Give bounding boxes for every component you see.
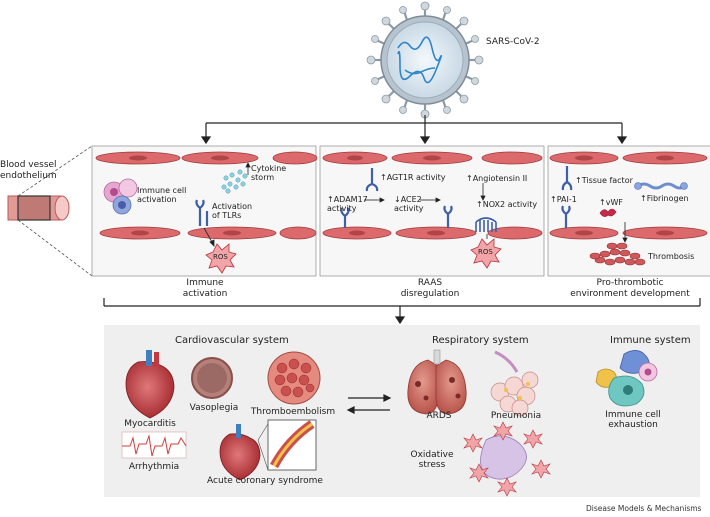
endothelial-cells <box>95 151 708 240</box>
immune-exhaustion-cells-icon <box>595 350 658 407</box>
nox2-label: ↑NOX2 activity <box>476 200 538 209</box>
nox2-complex-icon <box>475 217 497 232</box>
vessel-label: Blood vessel endothelium <box>0 160 57 182</box>
fibrinogen-icon <box>634 182 688 190</box>
cytokine-storm-icon <box>221 169 248 194</box>
raas-arrows <box>364 183 486 203</box>
panel-title-raas-line1: RAAS <box>417 278 443 288</box>
immune-exhaustion-line1: Immune cell <box>605 410 661 420</box>
bidirectional-arrows <box>346 394 392 414</box>
blood-vessel-icon <box>7 145 93 277</box>
agt1r-receptor-icon <box>365 168 379 192</box>
ace2-line2: activity <box>394 204 424 213</box>
panel-raas-disregulation <box>319 145 545 277</box>
panel-immune-activation <box>91 145 317 277</box>
cardiovascular-title: Cardiovascular system <box>175 335 289 346</box>
cell-nuclei <box>129 155 674 236</box>
myocarditis-label: Myocarditis <box>124 419 176 429</box>
thromboembolism-icon <box>267 351 321 405</box>
arrhythmia-ecg-icon <box>121 431 187 459</box>
panel-title-thrombotic-line1: Pro-thrombotic <box>596 278 664 288</box>
immune-cell-line1: Immune cell <box>137 186 187 195</box>
vessel-label-line2: endothelium <box>0 171 57 181</box>
respiratory-title: Respiratory system <box>432 335 529 346</box>
adam17-icon <box>340 207 350 228</box>
pai1-label: ↑PAI-1 <box>550 195 577 204</box>
ros-label-1: ROS <box>213 253 228 261</box>
oxidative-stress-label: Oxidative stress <box>402 450 462 470</box>
ace2-receptor-icon <box>443 205 453 228</box>
immune-cell-activation-label: Immune cell activation <box>137 186 186 204</box>
tlr-line2: of TLRs <box>212 211 242 220</box>
immune-exhaustion-label: Immune cell exhaustion <box>598 410 668 430</box>
ros-burst-icon-2 <box>470 238 502 269</box>
vwf-icon <box>599 208 617 217</box>
journal-credit: Disease Models & Mechanisms <box>586 504 702 513</box>
oxidative-stress-icon <box>463 421 551 497</box>
coronary-artery-inset-icon <box>267 419 317 471</box>
fibrinogen-label: ↑Fibrinogen <box>640 194 689 203</box>
oxidative-line2: stress <box>418 460 446 470</box>
tlr-ros-arrow <box>203 227 215 247</box>
tlr-line1: Activation <box>212 202 253 211</box>
immune-cell-line2: activation <box>137 195 177 204</box>
cytokine-arrow <box>245 162 251 175</box>
panel-title-immune-line2: activation <box>182 289 228 299</box>
vasoplegia-vessel-icon <box>191 357 233 399</box>
virus-label: SARS-CoV-2 <box>486 37 540 47</box>
vwf-label: ↑vWF <box>599 198 623 207</box>
adam17-line2: activity <box>327 204 357 213</box>
acute-coronary-heart-icon <box>219 423 269 481</box>
agt1r-label: ↑AGT1R activity <box>380 173 446 182</box>
ace2-label: ↓ACE2 activity <box>394 195 424 213</box>
systems-panel <box>104 325 700 497</box>
panel-title-immune-line1: Immune <box>186 278 224 288</box>
pneumonia-alveoli-icon <box>490 350 539 417</box>
tlr-activation-label: Activation of TLRs <box>212 202 252 220</box>
ards-lungs-icon <box>407 349 467 415</box>
adam17-label: ↑ADAM17 activity <box>327 195 368 213</box>
myocarditis-heart-icon <box>125 350 175 419</box>
angiotensin-label: ↑Angiotensin II <box>466 174 528 183</box>
ards-label: ARDS <box>426 411 452 421</box>
thrombosis-arrow <box>622 222 628 243</box>
tlr-receptor-icon <box>195 199 209 226</box>
vessel-label-line1: Blood vessel <box>0 160 57 170</box>
cytokine-line1: Cytokine <box>251 164 287 173</box>
panel-title-raas: RAAS disregulation <box>360 278 500 300</box>
tissue-factor-label: ↑Tissue factor <box>575 176 633 185</box>
panel-title-thrombotic: Pro-thrombotic environment development <box>560 278 700 300</box>
vasoplegia-label: Vasoplegia <box>189 403 239 413</box>
panel-title-thrombotic-line2: environment development <box>570 289 690 299</box>
immune-exhaustion-line2: exhaustion <box>608 420 658 430</box>
panel-title-immune: Immune activation <box>140 278 270 300</box>
thrombosis-label: Thrombosis <box>648 252 695 261</box>
cytokine-storm-label: Cytokine storm <box>251 164 286 182</box>
ros-burst-icon-1 <box>205 243 237 274</box>
oxidative-line1: Oxidative <box>410 450 454 460</box>
adam17-line1: ↑ADAM17 <box>327 195 368 204</box>
virus-connector <box>200 115 628 145</box>
merge-connector <box>103 298 701 325</box>
thromboembolism-label: Thromboembolism <box>250 407 336 417</box>
immune-title: Immune system <box>610 335 691 346</box>
acute-coronary-label: Acute coronary syndrome <box>207 476 323 486</box>
cytokine-line2: storm <box>251 173 275 182</box>
ace2-line1: ↓ACE2 <box>394 195 422 204</box>
sars-cov-2-virus-icon <box>366 1 484 119</box>
panel-title-raas-line2: disregulation <box>400 289 460 299</box>
immune-cells-icon <box>103 178 138 215</box>
pai1-receptor-icon <box>561 205 571 228</box>
ros-label-2: ROS <box>478 248 493 256</box>
arrhythmia-label: Arrhythmia <box>128 462 180 472</box>
tissue-factor-receptor-icon <box>561 166 573 191</box>
pneumonia-label: Pneumonia <box>490 411 542 421</box>
thrombosis-clot-icon <box>589 242 646 266</box>
